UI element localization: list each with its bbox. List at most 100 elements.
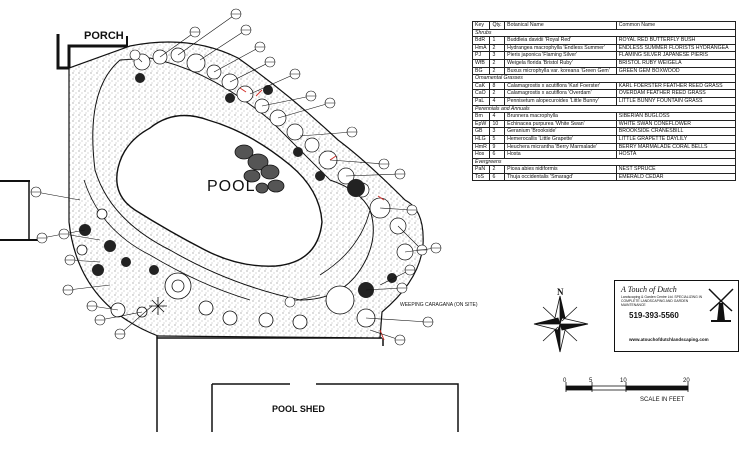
legend-common-name: WHITE SWAN CONEFLOWER	[615, 119, 737, 129]
pool	[116, 114, 323, 267]
callout-ticks	[31, 13, 441, 341]
bed-edge	[319, 209, 371, 276]
scale-tick-5: 5	[589, 378, 593, 384]
legend-qty: 4	[489, 96, 506, 106]
company-tagline: Landscaping & Garden Centre Ltd. SPECIAL…	[621, 295, 703, 307]
scale-tick-20: 20	[683, 378, 690, 384]
legend-qty: 1	[489, 36, 506, 45]
scale-tick-10: 10	[620, 378, 627, 384]
porch-label: PORCH	[84, 30, 124, 42]
legend-key: WfB	[471, 58, 491, 68]
legend-header-common: Common Name	[615, 21, 737, 30]
legend-botanical-name: Hydrangea macrophylla 'Endless Summer'	[504, 43, 617, 53]
legend-key: HLG	[471, 134, 491, 144]
pool-label: POOL	[207, 178, 256, 195]
company-website: www.atouchofdutchlandscaping.com	[629, 337, 709, 342]
legend-qty: 6	[489, 172, 506, 182]
legend-key: BG	[471, 66, 491, 76]
legend-key: BdR	[471, 36, 491, 45]
legend-key: CaK	[471, 81, 491, 91]
legend-section-row: Shrubs	[472, 28, 736, 38]
legend-common-name: NEST SPRUCE	[615, 165, 737, 174]
legend-botanical-name: Picea abies nidiformis	[504, 165, 617, 174]
legend-botanical-name: Heuchera micrantha 'Berry Marmalade'	[504, 142, 617, 152]
legend-key: Bm	[471, 112, 491, 121]
house-walls	[0, 34, 459, 432]
legend-common-name: LITTLE BUNNY FOUNTAIN GRASS	[615, 96, 737, 106]
legend-common-name: SIBERIAN BUGLOSS	[615, 112, 737, 121]
legend-botanical-name: Pennisetum alopecuroides 'Little Bunny'	[504, 96, 617, 106]
legend-key: GB	[471, 127, 491, 136]
legend-botanical-name: Echinacea purpurea 'White Swan'	[504, 119, 617, 129]
windmill-logo	[708, 288, 734, 322]
legend-qty: 5	[489, 134, 506, 144]
legend-qty: 9	[489, 142, 506, 152]
legend-qty: 2	[489, 43, 506, 53]
north-arrow	[533, 295, 589, 353]
legend-section-title: Evergreens	[472, 157, 736, 167]
legend-qty: 2	[489, 165, 506, 174]
legend-botanical-name: Thuja occidentalis 'Smaragd'	[504, 172, 617, 182]
legend-botanical-name: Buxus microphylla var. koreana 'Green Ge…	[504, 66, 617, 76]
legend-qty: 10	[489, 119, 506, 129]
legend-botanical-name: Geranium 'Brookside'	[504, 127, 617, 136]
scale-caption: SCALE IN FEET	[640, 397, 685, 403]
boulder-cluster	[234, 144, 285, 194]
legend-key: PJ	[471, 51, 491, 60]
legend-qty: 3	[489, 127, 506, 136]
legend-key: CaO	[471, 89, 491, 98]
company-card: A Touch of Dutch Landscaping & Garden Ce…	[614, 280, 739, 352]
legend-common-name: BROOKSIDE CRANESBILL	[615, 127, 737, 136]
bed-edge-left	[83, 179, 251, 301]
legend-common-name: BRISTOL RUBY WEIGELA	[615, 58, 737, 68]
company-phone: 519-393-5560	[629, 311, 679, 320]
legend-key: EpW	[471, 119, 491, 129]
legend-botanical-name: Calamagrostis x acutiflora 'Karl Foerste…	[504, 81, 617, 91]
scale-bar	[565, 382, 689, 392]
legend-key: Hos	[471, 150, 491, 159]
pool-shed-label: POOL SHED	[272, 404, 325, 414]
legend-botanical-name: Brunnera macrophylla	[504, 112, 617, 121]
legend-qty: 8	[489, 81, 506, 91]
legend-qty: 2	[489, 89, 506, 98]
legend-common-name: BERRY MARMALADE CORAL BELLS	[615, 142, 737, 152]
legend-header-row: Key Qty. Botanical Name Common Name	[471, 21, 737, 30]
legend-qty: 2	[489, 58, 506, 68]
legend-qty: 3	[489, 51, 506, 60]
legend-botanical-name: Buddleia davidii 'Royal Red'	[504, 36, 617, 45]
star-plant	[149, 297, 167, 315]
legend-botanical-name: Weigela florida 'Bristol Ruby'	[504, 58, 617, 68]
legend-section-row: Evergreens	[472, 157, 736, 167]
legend-header-qty: Qty.	[489, 21, 506, 30]
legend-common-name: EMERALD CEDAR	[615, 172, 737, 182]
legend-common-name: OVERDAM FEATHER REED GRASS	[615, 89, 737, 98]
legend-section-row: Ornamental Grasses	[472, 74, 736, 83]
scale-tick-0: 0	[563, 378, 567, 384]
legend-section-title: Perennials and Annuals	[472, 104, 736, 114]
weeping-caragana-label: WEEPING CARAGANA (ON SITE)	[400, 302, 478, 308]
legend-key: PaN	[471, 165, 491, 174]
legend-section-row: Perennials and Annuals	[472, 104, 736, 114]
plant-legend-table: Key Qty. Botanical Name Common Name Shru…	[471, 21, 737, 182]
legend-botanical-name: Hemerocallis 'Little Grapette'	[504, 134, 617, 144]
legend-key: ToS	[471, 172, 491, 182]
legend-header-botanical: Botanical Name	[504, 21, 617, 30]
legend-key: HmA	[471, 43, 491, 53]
